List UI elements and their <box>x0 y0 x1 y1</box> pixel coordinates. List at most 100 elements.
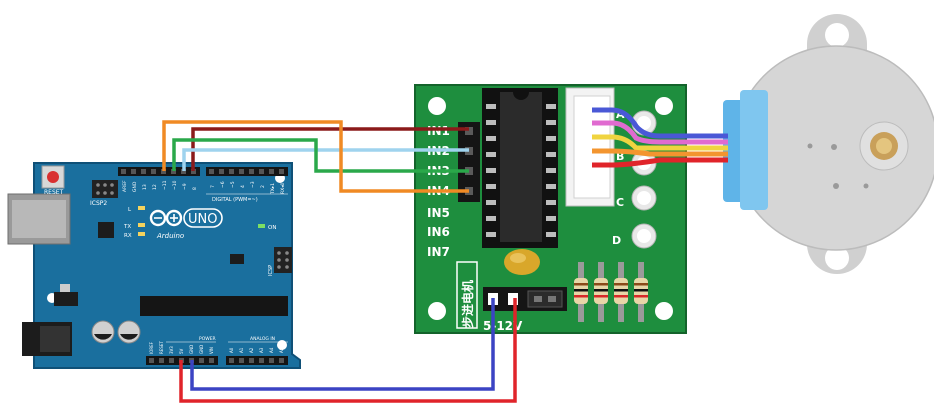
motor-wire-yellow <box>592 134 728 151</box>
led-d-label: D <box>612 234 621 247</box>
pin-label-0: RX◂0 <box>280 183 286 194</box>
power-pin-5v: 5V <box>179 348 184 354</box>
resistor <box>594 262 608 322</box>
led-c <box>631 185 657 211</box>
digital-header-left <box>118 167 200 176</box>
power-label: POWER <box>199 336 216 342</box>
pin-label-9: ~9 <box>182 183 188 190</box>
motor-wire-red <box>592 157 728 168</box>
mounting-hole <box>825 23 849 47</box>
motor-wire-housing <box>723 90 768 210</box>
icsp2-label: ICSP2 <box>90 200 107 207</box>
motor-wire-pink <box>592 120 728 145</box>
wire-5v <box>179 298 517 403</box>
stepper-motor-28byj48 <box>723 14 934 274</box>
aref-label: AREF <box>122 180 128 192</box>
power-jumper-header <box>483 287 567 311</box>
in1-label: IN1 <box>427 124 450 138</box>
voltage-regulator-tab <box>60 284 70 292</box>
mounting-hole <box>277 340 287 350</box>
power-pin-gnd-1: GND <box>189 345 194 354</box>
on-led <box>258 224 265 228</box>
analog-pin-a2: A2 <box>249 347 254 353</box>
analog-pin-a0: A0 <box>229 347 234 353</box>
rx-led <box>138 232 145 236</box>
in6-label: IN6 <box>427 225 450 239</box>
voltage-regulator <box>54 292 78 306</box>
pin-label-4: 4 <box>240 185 246 188</box>
digital-label: DIGITAL (PWM=~) <box>212 197 258 203</box>
power-pin-gnd-2: GND <box>199 345 204 354</box>
power-pin-reset: RESET <box>159 341 164 354</box>
mounting-hole <box>825 246 849 270</box>
analog-in-label: ANALOG IN <box>250 336 275 342</box>
motor-screw <box>831 144 837 150</box>
rx-led-label: RX <box>124 233 132 239</box>
pin-label-1: TX▸1 <box>270 183 276 195</box>
wire-in4 <box>162 120 469 193</box>
pin-label-10: ~10 <box>172 180 178 190</box>
uln2003-driver-board: IN1 IN2 IN3 IN4 IN5 IN6 IN7 <box>414 84 687 334</box>
analog-pin-a3: A3 <box>259 347 264 353</box>
analog-pin-a1: A1 <box>239 347 244 353</box>
smd-chip <box>230 254 244 264</box>
led-a-label: A <box>616 108 625 121</box>
wire-in3 <box>172 138 469 173</box>
pin-label-5: ~5 <box>230 181 236 188</box>
pin-label-13: 13 <box>142 184 148 190</box>
pin-label-3: ~3 <box>250 181 256 188</box>
pin-label-12: 12 <box>152 184 158 190</box>
gnd-pin-label: GND <box>132 181 138 192</box>
motor-ribbon-cable <box>592 107 728 168</box>
tx-led-label: TX <box>123 224 131 230</box>
mounting-hole <box>655 302 673 320</box>
resistor <box>634 262 648 322</box>
motor-connector <box>565 87 615 207</box>
control-wires <box>162 120 517 403</box>
dc-power-jack <box>22 322 72 356</box>
power-pin-3v3: 3V3 <box>169 346 174 354</box>
pin-label-8: 8 <box>192 187 198 190</box>
usb-chip <box>98 222 114 238</box>
analog-pin-a4: A4 <box>269 347 274 353</box>
in5-label: IN5 <box>427 206 450 220</box>
arduino-uno-board: RESET ICSP2 <box>7 162 301 369</box>
digital-header-right <box>206 167 288 176</box>
wire-gnd <box>190 298 495 391</box>
arduino-text: Arduino <box>156 232 184 240</box>
reset-button <box>41 165 65 189</box>
in7-label: IN7 <box>427 245 450 259</box>
icsp-header <box>274 247 292 273</box>
voltage-label: 5-12V <box>483 319 523 333</box>
capacitor <box>91 320 115 344</box>
led-b-label: B <box>616 150 624 163</box>
ceramic-capacitor <box>504 249 540 275</box>
arduino-logo-icon <box>149 208 223 228</box>
icsp2-header <box>92 180 118 198</box>
pin-label-6: ~6 <box>220 181 226 188</box>
l-led <box>138 206 145 210</box>
l-led-label: L <box>128 207 132 213</box>
wire-in1 <box>191 127 469 171</box>
mounting-hole <box>655 97 673 115</box>
resistor <box>574 262 588 322</box>
chinese-text-frame <box>456 261 478 329</box>
on-led-label: ON <box>268 225 276 231</box>
analog-pin-a5: A5 <box>279 347 284 353</box>
wire-in2 <box>182 148 469 171</box>
mounting-hole <box>428 97 446 115</box>
power-pin-vin: VIN <box>209 347 214 354</box>
pin-label-7: 7 <box>210 185 216 188</box>
analog-header <box>226 356 288 365</box>
motor-wire-blue <box>592 107 728 139</box>
motor-wire-orange <box>592 148 728 157</box>
tx-led <box>138 223 145 227</box>
atmega-chip <box>140 296 288 316</box>
resistor <box>614 262 628 322</box>
capacitor <box>117 320 141 344</box>
pin-label-2: 2 <box>260 185 266 188</box>
uno-text: UNO <box>188 212 217 227</box>
led-c-label: C <box>616 196 624 209</box>
reset-label: RESET <box>44 189 64 196</box>
